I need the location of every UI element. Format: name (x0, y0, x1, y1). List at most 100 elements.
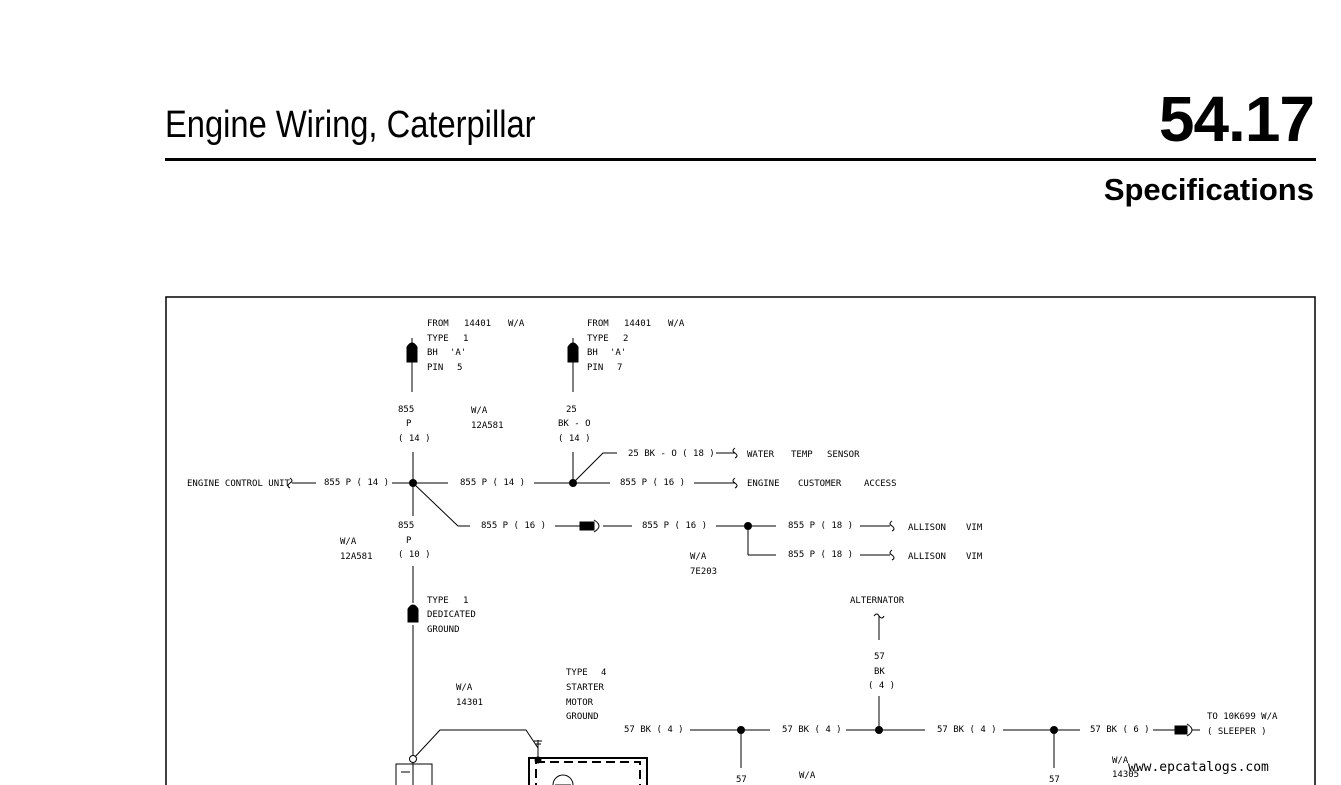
sleeper-connector (1174, 725, 1188, 735)
allison-vim-label: ALLISON (908, 523, 946, 533)
wire-label: 855 P ( 18 ) (788, 521, 853, 531)
wire-label: 855 P ( 16 ) (642, 521, 707, 531)
starter-type-label: 4 (601, 668, 606, 678)
ground-ring (409, 755, 417, 763)
ground-label: DEDICATED (427, 610, 476, 620)
ground-type-label: 1 (463, 596, 468, 606)
section-number: 54.17 (1158, 83, 1315, 155)
water-temp-sensor-label: WATER (747, 450, 775, 460)
sleeper-label: TO 10K699 W/A (1207, 712, 1278, 722)
splice-dot (1050, 726, 1058, 734)
wire-color: P (406, 536, 412, 546)
engine-access-label: CUSTOMER (798, 479, 842, 489)
splice-dot (737, 726, 745, 734)
from-label: W/A (668, 319, 685, 329)
wa-id: 7E203 (690, 567, 717, 577)
allison-vim-label: VIM (966, 552, 983, 562)
pin-label: PIN (587, 363, 603, 373)
allison-connector (889, 520, 895, 532)
sleeper-connector-cap (1186, 723, 1193, 737)
wa-label: W/A (690, 552, 707, 562)
wire-label: 855 P ( 16 ) (620, 478, 685, 488)
sleeper-label: ( SLEEPER ) (1207, 727, 1267, 737)
wire-line (572, 452, 617, 484)
splice-dot (875, 726, 883, 734)
wa-id: 14305 (1112, 770, 1139, 780)
water-connector (732, 447, 738, 459)
bh-label: 'A' (610, 348, 626, 358)
wire-label: 855 P ( 18 ) (788, 550, 853, 560)
splice-dot (534, 756, 542, 764)
ground-terminal (395, 763, 433, 785)
pin-connector-2 (567, 342, 579, 363)
wa-id: 14301 (456, 698, 483, 708)
wire-label: 855 P ( 16 ) (481, 521, 546, 531)
inline-connector-cap (593, 519, 600, 533)
wire-gauge: ( 14 ) (558, 434, 591, 444)
wa-label: W/A (340, 537, 357, 547)
wire-number: 855 (398, 405, 414, 415)
allison-vim-label: VIM (966, 523, 983, 533)
wire-gauge: ( 10 ) (398, 550, 431, 560)
from-label: 14401 (624, 319, 651, 329)
wa-label: W/A (456, 683, 473, 693)
wire-number: 57 (736, 775, 747, 785)
water-temp-sensor-label: SENSOR (827, 450, 860, 460)
wire-label: 855 P ( 14 ) (460, 478, 525, 488)
type-label: 1 (463, 334, 468, 344)
wire-gauge: ( 4 ) (868, 681, 895, 691)
from-label: 14401 (464, 319, 491, 329)
wire-label: 25 BK - O ( 18 ) (628, 449, 715, 459)
engine-access-label: ACCESS (864, 479, 897, 489)
ground-type-label: TYPE (427, 596, 449, 606)
section-subtitle: Specifications (1103, 172, 1314, 207)
wa-id: 12A581 (340, 552, 373, 562)
header-divider (165, 158, 1316, 161)
starter-motor-box (528, 757, 648, 785)
page-title: Engine Wiring, Caterpillar (165, 104, 536, 146)
watermark-text: www.epcatalogs.com (1128, 760, 1269, 775)
splice-dot (409, 479, 417, 487)
wire-line (412, 482, 459, 527)
from-label: FROM (587, 319, 609, 329)
from-label: FROM (427, 319, 449, 329)
ground-label: GROUND (427, 625, 460, 635)
allison-connector (889, 549, 895, 561)
wire-label: 57 BK ( 4 ) (937, 725, 997, 735)
wire-label: 57 BK ( 4 ) (624, 725, 684, 735)
wire-number: 57 (1049, 775, 1060, 785)
alternator-label: ALTERNATOR (850, 596, 905, 606)
type-label: 2 (623, 334, 628, 344)
wa-id: 12A581 (471, 421, 504, 431)
wa-label: W/A (799, 771, 816, 781)
wire-label: 57 BK ( 4 ) (782, 725, 842, 735)
allison-vim-label: ALLISON (908, 552, 946, 562)
pin-label: 7 (617, 363, 622, 373)
water-temp-sensor-label: TEMP (791, 450, 813, 460)
starter-motor-inner (535, 761, 641, 785)
starter-label: GROUND (566, 712, 599, 722)
engine-access-label: ENGINE (747, 479, 780, 489)
wire-number: 855 (398, 521, 414, 531)
ground-connector (407, 604, 419, 623)
wire-color: BK (874, 667, 885, 677)
bh-label: BH (427, 348, 438, 358)
pin-connector-1 (406, 342, 418, 363)
bh-label: BH (587, 348, 598, 358)
pin-label: PIN (427, 363, 443, 373)
wire-label: 855 P ( 14 ) (324, 478, 389, 488)
starter-motor-symbol (552, 774, 574, 785)
wa-label: W/A (471, 406, 488, 416)
from-label: W/A (508, 319, 525, 329)
type-label: TYPE (427, 334, 449, 344)
bh-label: 'A' (450, 348, 466, 358)
ecu-label: ENGINE CONTROL UNIT (187, 479, 291, 489)
wire-number: 25 (566, 405, 577, 415)
inline-connector (579, 521, 595, 531)
wa-label: W/A (1112, 756, 1129, 766)
splice-dot (744, 522, 752, 530)
type-label: TYPE (587, 334, 609, 344)
wire-color: P (406, 419, 412, 429)
diagram-frame (165, 296, 1316, 785)
